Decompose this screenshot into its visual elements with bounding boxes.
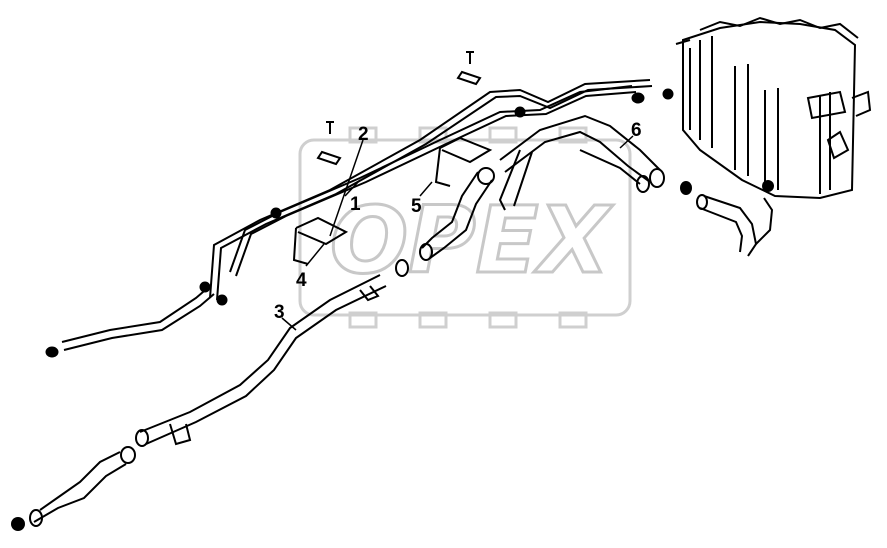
callout-3: 3 [274,302,285,323]
bracket-5 [434,136,493,187]
pipe-6 [498,114,665,211]
bolts [316,51,482,166]
pipe-3 [135,259,409,447]
radiator [675,16,872,200]
hose-5 [419,167,495,261]
pipe-hose-left [61,285,215,351]
heater-pipe-2 [209,79,653,301]
callout-4: 4 [296,270,307,291]
hose-clamps [45,88,674,358]
callout-5: 5 [411,196,422,217]
lower-hose [29,446,136,527]
bracket-4 [292,216,349,265]
callout-6: 6 [631,120,642,141]
callout-2: 2 [358,124,369,145]
callout-1: 1 [350,194,361,215]
hose-clamps-lower [11,180,774,531]
watermark-logo: OPEX [298,126,632,329]
radiator-hose [696,194,774,257]
leader-lines [281,135,634,331]
